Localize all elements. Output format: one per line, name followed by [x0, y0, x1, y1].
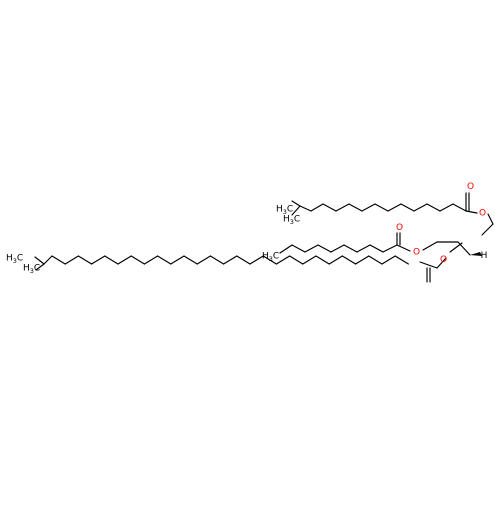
lower-chain-bond-27 [394, 255, 409, 265]
top-chain-bond-10 [426, 203, 441, 212]
top-branch-b [291, 205, 301, 216]
methyl-label-e: H3C [23, 264, 40, 276]
top-chain-bond-9 [413, 203, 428, 212]
lower-chain-bond-25 [368, 255, 383, 265]
ester-oxygen-middle: O [413, 248, 420, 258]
mid-chain-bond-4 [330, 244, 345, 253]
methyl-label-a: H3C [276, 205, 293, 217]
top-chain-bond-2 [322, 203, 337, 212]
glycerol-c1-c2 [481, 223, 494, 236]
top-chain-bond-4 [348, 203, 363, 212]
lower-chain-bond-18 [275, 255, 291, 265]
top-chain-bond-6 [374, 203, 389, 212]
atom-label-layer: O O O O O H H3C H3C H3C H3C H3C [6, 182, 487, 275]
top-chain-bond-3 [335, 203, 350, 212]
stereo-hydrogen-label: H [481, 251, 488, 261]
top-O-C [487, 213, 494, 225]
lower-chain-bond-10 [170, 255, 185, 265]
lower-chain-bond-26 [381, 255, 396, 265]
bond-layer [34, 192, 494, 283]
lower-chain-bond-7 [130, 255, 145, 265]
stereo-wedge-bond [470, 252, 482, 256]
lower-chain-bond-3 [77, 255, 93, 265]
ester-oxygen-top: O [479, 209, 486, 219]
lower-chain-bond-11 [183, 255, 198, 265]
mid-chain-bond-2 [304, 244, 319, 253]
lower-chain-bond-12 [196, 255, 211, 265]
lower-chain-bond-20 [302, 255, 317, 265]
mid-chain-bond-8 [382, 244, 398, 253]
methyl-label-c: H3C [262, 252, 279, 264]
lower-chain-bond-1 [51, 255, 66, 265]
lower-chain-bond-23 [341, 255, 357, 265]
lower-ester-bond [436, 257, 447, 269]
lower-chain-bond-6 [117, 255, 132, 265]
ester-oxygen-lower: O [440, 255, 447, 265]
lower-chain-bond-14 [223, 255, 238, 265]
top-chain-bond-5 [361, 203, 376, 212]
lower-chain-bond-22 [328, 255, 343, 265]
lower-to-carbonyl [419, 261, 438, 269]
lower-chain-bond-16 [249, 255, 264, 265]
mid-chain-bond-3 [317, 244, 332, 253]
methyl-label-d: H3C [6, 254, 23, 266]
top-ester-bond [465, 210, 478, 214]
lower-chain-bond-4 [91, 255, 106, 265]
top-branch-a [291, 200, 301, 207]
lower-chain-bond-0 [43, 255, 53, 265]
lower-chain-bond-17 [262, 255, 277, 265]
mid-chain-bond-6 [356, 244, 371, 253]
mid-O-C [422, 241, 438, 251]
mid-chain-bond-5 [343, 244, 358, 253]
top-chain-bond-7 [387, 203, 402, 212]
top-chain-bond-12 [452, 203, 467, 212]
top-chain-bond-8 [400, 203, 415, 212]
mid-chain-bond-0 [279, 244, 293, 254]
lower-chain-bond-8 [143, 255, 159, 265]
carbonyl-oxygen-middle: O [396, 223, 403, 233]
lower-branch-b [35, 263, 45, 271]
lower-chain-bond-9 [157, 255, 172, 265]
mid-chain-bond-1 [291, 244, 306, 253]
lower-chain-bond-5 [104, 255, 119, 265]
methyl-label-b: H3C [283, 215, 300, 227]
lower-O-C [449, 242, 463, 253]
lower-chain-bond-24 [355, 255, 370, 265]
top-chain-bond-0 [299, 205, 312, 212]
lower-chain-bond-2 [64, 255, 79, 265]
lower-branch-a [34, 256, 45, 265]
mid-chain-bond-7 [369, 244, 384, 253]
carbonyl-oxygen-top: O [467, 182, 474, 192]
top-chain-bond-1 [310, 203, 324, 212]
mid-ester-bond [396, 244, 411, 252]
lower-chain-bond-13 [209, 255, 225, 265]
top-chain-bond-11 [439, 203, 454, 212]
lower-chain-bond-15 [236, 255, 251, 265]
lower-chain-bond-21 [315, 255, 330, 265]
lower-chain-bond-19 [289, 255, 304, 265]
